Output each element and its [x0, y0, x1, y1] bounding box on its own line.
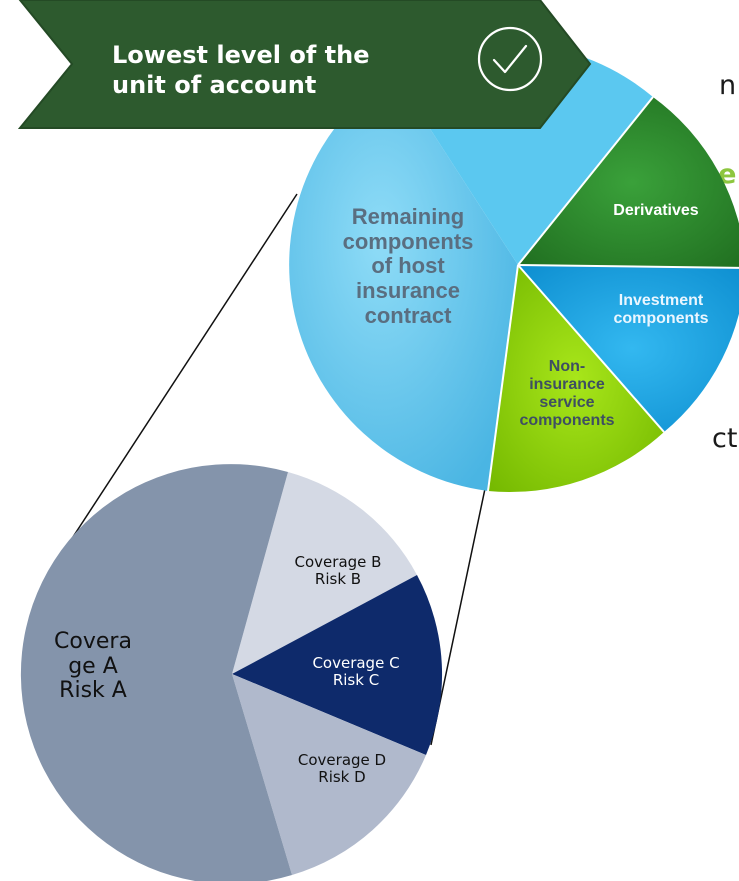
- coverage-c-slice: [232, 575, 443, 755]
- coverage-d-slice: [232, 674, 426, 875]
- text-fragment-ct: ct: [712, 423, 738, 454]
- banner-text: Lowest level of the unit of account: [112, 40, 369, 100]
- checkmark-circle-icon: [477, 26, 543, 92]
- derivatives-slice: [518, 97, 739, 268]
- coverage-b-line: Coverage B: [294, 553, 382, 571]
- remaining-label-line: components: [342, 228, 474, 254]
- remaining-components-slice: [289, 73, 518, 491]
- banner-line-2: unit of account: [112, 71, 317, 99]
- text-fragment-n: n: [719, 70, 737, 101]
- connector-line-top: [53, 193, 298, 567]
- coverage-a-label: Covera ge A Risk A: [28, 629, 158, 704]
- remaining-label-line: insurance: [356, 277, 460, 303]
- non-insurance-label-line: Non-: [548, 358, 586, 375]
- coverage-a-line: ge A: [68, 653, 118, 679]
- coverage-c-line: Risk C: [332, 670, 380, 689]
- derivatives-label: Derivatives: [613, 202, 699, 219]
- coverage-d-line: Risk D: [318, 767, 366, 786]
- coverage-d-line: Coverage D: [297, 751, 387, 769]
- unit-of-account-banner: [20, 0, 590, 128]
- banner-line-1: Lowest level of the: [112, 41, 370, 69]
- coverage-b-label: Coverage B Risk B: [268, 554, 408, 588]
- non-insurance-service-label: Non- insurance service components: [498, 358, 636, 430]
- coverage-a-line: Covera: [54, 629, 132, 654]
- remaining-label-line: contract: [364, 302, 452, 328]
- non-insurance-label-line: service: [539, 393, 595, 411]
- remaining-components-label: Remaining components of host insurance c…: [318, 204, 498, 328]
- investment-components-label: Investment components: [598, 292, 724, 328]
- coverage-pie: [20, 464, 443, 881]
- coverage-b-line: Risk B: [314, 569, 362, 588]
- coverage-d-label: Coverage D Risk D: [272, 752, 412, 786]
- investment-label-line: components: [613, 309, 709, 327]
- investment-components-slice: [518, 265, 739, 432]
- coverage-a-line: Risk A: [59, 678, 127, 704]
- coverage-a-slice: [20, 464, 292, 881]
- investment-label-line: Investment: [618, 292, 704, 309]
- remaining-label-line: of host: [371, 253, 445, 279]
- non-insurance-service-slice: [488, 265, 664, 493]
- non-insurance-label-line: insurance: [529, 375, 605, 393]
- non-insurance-label-line: components: [519, 411, 615, 429]
- coverage-c-line: Coverage C: [312, 654, 400, 672]
- coverage-c-label: Coverage C Risk C: [286, 655, 426, 689]
- remaining-label-line: Remaining: [351, 204, 465, 229]
- coverage-b-slice: [232, 472, 417, 674]
